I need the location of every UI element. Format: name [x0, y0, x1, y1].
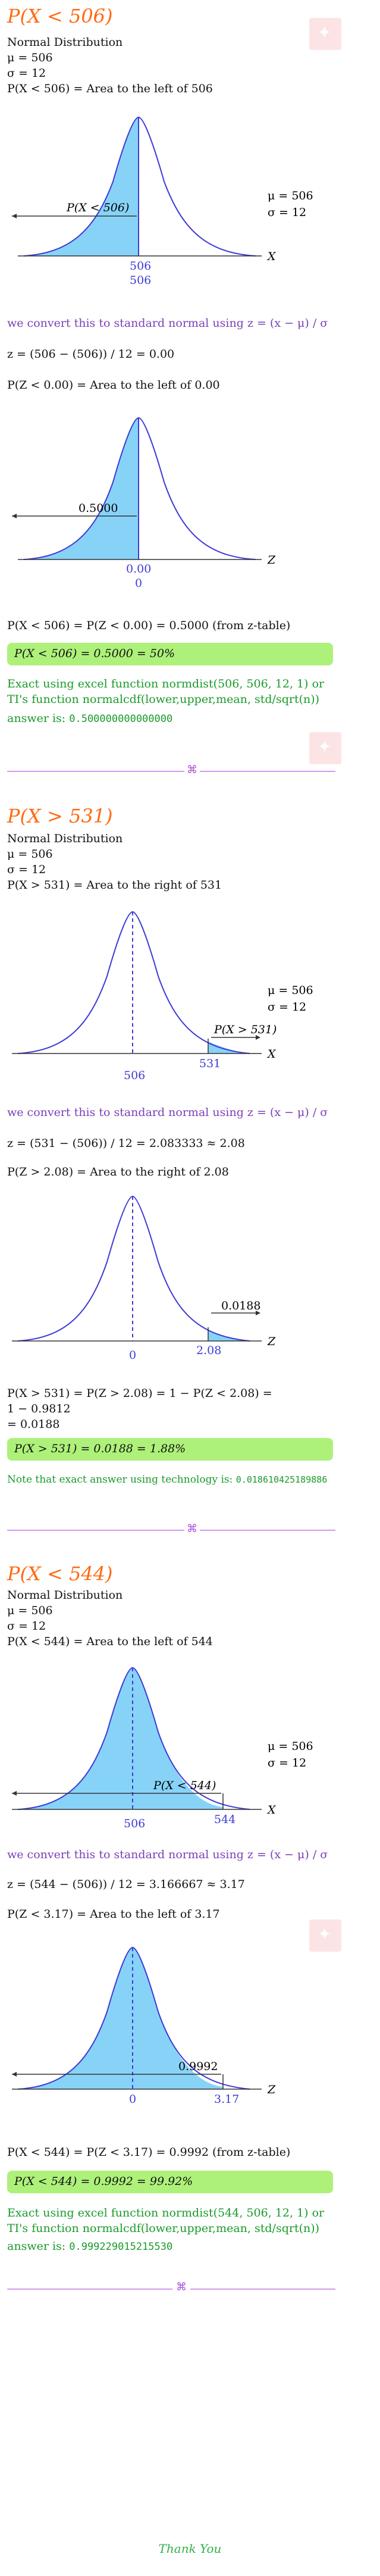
z-shaded-area [24, 418, 139, 559]
excel-note-2: TI's function normalcdf(lower,upper,mean… [7, 693, 320, 706]
distribution-label: Normal Distribution [7, 36, 123, 49]
watermark-logo [309, 1920, 341, 1952]
tech-note: Note that exact answer using technology … [7, 1474, 328, 1486]
answer-line: answer is: 0.999229015215530 [7, 2240, 173, 2253]
graph-mean: μ = 506 [268, 189, 313, 202]
normal-curve-graph: P(X < 544) μ = 506 σ = 12 506 544 X [12, 1667, 313, 1830]
thank-you-text: Thank You [158, 2541, 222, 2556]
z-axis-label: Z [267, 2083, 276, 2096]
area-statement: P(X < 544) = Area to the left of 544 [7, 1635, 213, 1648]
z-axis-label: Z [267, 1335, 276, 1348]
watermark-logo [309, 732, 341, 764]
standard-normal-graph: 0.9992 0 3.17 Z [12, 1946, 276, 2106]
mean-tick-label: 506 [124, 1817, 145, 1830]
graph-sd: σ = 12 [268, 1756, 306, 1770]
watermark-logo [309, 18, 341, 50]
normal-curve-graph: P(X > 531) μ = 506 σ = 12 506 531 X [12, 911, 313, 1082]
z-normal-curve [17, 1195, 250, 1342]
area-label: P(X < 506) [66, 201, 129, 214]
z-calculation: z = (544 − (506)) / 12 = 3.166667 ≈ 3.17 [7, 1878, 245, 1891]
answer-value: 0.500000000000000 [69, 713, 173, 725]
final-divider-icon: ⌘ [172, 2281, 190, 2293]
section-title: P(X > 531) [7, 805, 113, 827]
graph-mean: μ = 506 [268, 1740, 313, 1753]
z-tick-label: 3.17 [214, 2093, 239, 2106]
area-statement: P(X < 506) = Area to the left of 506 [7, 82, 213, 95]
z-tick-label-2: 0 [135, 577, 142, 589]
sd-value: σ = 12 [7, 67, 46, 80]
graph-sd: σ = 12 [268, 1001, 306, 1014]
result-statement-3: = 0.0188 [7, 1418, 60, 1431]
area-statement: P(X > 531) = Area to the right of 531 [7, 879, 222, 892]
shaded-area [208, 1042, 250, 1053]
z-area-label: 0.0188 [221, 1299, 260, 1312]
answer-highlight: P(X < 544) = 0.9992 = 99.92% [7, 2171, 333, 2193]
z-area-label: 0.9992 [178, 2060, 218, 2073]
z-calculation: z = (531 − (506)) / 12 = 2.083333 ≈ 2.08 [7, 1137, 245, 1150]
result-statement: P(X < 544) = P(Z < 3.17) = 0.9992 (from … [7, 2146, 291, 2159]
divider-icon: ⌘ [184, 1523, 200, 1535]
mean-value: μ = 506 [7, 51, 53, 64]
answer-value: 0.999229015215530 [69, 2241, 173, 2253]
axis-label: X [266, 250, 277, 263]
convert-statement: we convert this to standard normal using… [7, 317, 328, 330]
result-statement-2: 1 − 0.9812 [7, 1402, 71, 1415]
section-divider [7, 1530, 335, 1531]
z-area-statement: P(Z < 0.00) = Area to the left of 0.00 [7, 379, 220, 392]
mean-value: μ = 506 [7, 848, 53, 861]
convert-statement: we convert this to standard normal using… [7, 1848, 328, 1861]
z-shaded-area [208, 1330, 250, 1341]
area-label: P(X > 531) [213, 1023, 277, 1036]
divider-icon: ⌘ [184, 764, 200, 776]
z-mean-tick-label: 0 [129, 2093, 136, 2106]
shaded-area [18, 1668, 223, 1809]
standard-normal-graph: 0.5000 0.00 0 Z [12, 417, 276, 589]
normal-curve-graph: P(X < 506) μ = 506 σ = 12 506 506 X [12, 116, 313, 287]
distribution-label: Normal Distribution [7, 1589, 123, 1602]
mean-value: μ = 506 [7, 1604, 53, 1617]
result-statement: P(X < 506) = P(Z < 0.00) = 0.5000 (from … [7, 619, 291, 632]
section-divider [7, 771, 335, 772]
axis-label: X [266, 1803, 277, 1817]
excel-note-1: Exact using excel function normdist(506,… [7, 677, 325, 690]
answer-highlight: P(X < 506) = 0.5000 = 50% [7, 643, 333, 665]
graph-mean: μ = 506 [268, 984, 313, 997]
z-calculation: z = (506 − (506)) / 12 = 0.00 [7, 348, 175, 361]
convert-statement: we convert this to standard normal using… [7, 1106, 328, 1119]
tick-label-2: 506 [130, 274, 151, 287]
z-shaded-area [18, 1947, 223, 2089]
answer-line: answer is: 0.500000000000000 [7, 712, 173, 725]
result-statement-1: P(X > 531) = P(Z > 2.08) = 1 − P(Z < 2.0… [7, 1387, 272, 1400]
z-area-statement: P(Z < 3.17) = Area to the left of 3.17 [7, 1908, 220, 1921]
tick-label: 544 [214, 1813, 235, 1826]
sd-value: σ = 12 [7, 863, 46, 876]
section-title: P(X < 506) [7, 5, 113, 27]
axis-label: X [266, 1048, 277, 1061]
excel-note-2: TI's function normalcdf(lower,upper,mean… [7, 2222, 320, 2235]
tick-label: 506 [130, 260, 151, 273]
distribution-label: Normal Distribution [7, 832, 123, 845]
answer-highlight: P(X > 531) = 0.0188 = 1.88% [7, 1438, 333, 1461]
z-tick-label: 0.00 [126, 562, 151, 576]
z-mean-tick-label: 0 [129, 1349, 136, 1362]
tick-label: 531 [199, 1057, 221, 1070]
shaded-area [24, 117, 139, 256]
sd-value: σ = 12 [7, 1620, 46, 1633]
z-axis-label: Z [267, 554, 276, 567]
mean-tick-label: 506 [124, 1069, 145, 1082]
final-divider [7, 2289, 335, 2290]
z-tick-label: 2.08 [196, 1344, 221, 1357]
excel-note-1: Exact using excel function normdist(544,… [7, 2206, 325, 2219]
normal-curve [23, 116, 256, 257]
area-label: P(X < 544) [153, 1779, 216, 1792]
z-area-label: 0.5000 [78, 502, 118, 515]
tech-value: 0.018610425189886 [235, 1474, 328, 1485]
graph-sd: σ = 12 [268, 206, 306, 219]
standard-normal-graph: 0.0188 0 2.08 Z [12, 1195, 276, 1362]
z-area-statement: P(Z > 2.08) = Area to the right of 2.08 [7, 1165, 229, 1178]
z-normal-curve [23, 417, 256, 560]
section-title: P(X < 544) [7, 1562, 113, 1585]
